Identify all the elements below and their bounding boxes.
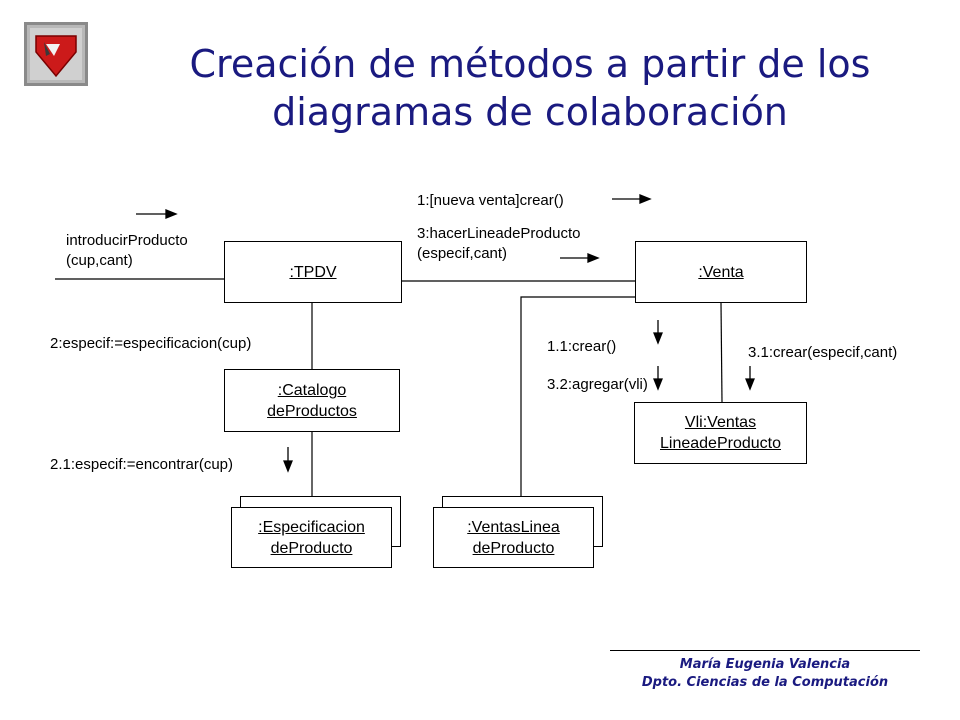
footer-department: Dpto. Ciencias de la Computación bbox=[641, 675, 889, 690]
message-introducir-producto: introducirProducto (cup,cant) bbox=[66, 231, 188, 271]
object-ventaslinea-label-1: :VentasLinea bbox=[467, 518, 560, 536]
object-especificacion-label-2: deProducto bbox=[270, 539, 353, 557]
object-venta[interactable]: :Venta bbox=[635, 241, 807, 303]
message-1-crear: 1:[nueva venta]crear() bbox=[417, 192, 564, 209]
object-tpdv[interactable]: :TPDV bbox=[224, 241, 402, 303]
arrow-m3 bbox=[560, 253, 600, 263]
arrow-introducir bbox=[136, 209, 178, 219]
object-tpdv-label: :TPDV bbox=[289, 263, 337, 281]
arrow-m2-1 bbox=[283, 447, 293, 473]
footer-divider bbox=[610, 650, 920, 651]
message-3-hacer-linea: 3:hacerLineadeProducto (especif,cant) bbox=[417, 224, 580, 264]
message-3-2-agregar: 3.2:agregar(vli) bbox=[547, 376, 648, 393]
message-2-1-encontrar: 2.1:especif:=encontrar(cup) bbox=[50, 456, 234, 473]
object-catalogo-label-1: :Catalogo bbox=[277, 381, 347, 399]
slide-title: Creación de métodos a partir de los diag… bbox=[130, 40, 930, 136]
object-vli[interactable]: Vli:Ventas LineadeProducto bbox=[634, 402, 807, 464]
venta-vli-link bbox=[720, 302, 723, 403]
arrow-m1 bbox=[612, 194, 652, 204]
object-catalogo[interactable]: :Catalogo deProductos bbox=[224, 369, 400, 432]
message-1-1-crear: 1.1:crear() bbox=[547, 338, 617, 355]
message-3-line-2: (especif,cant) bbox=[417, 245, 508, 262]
arrow-m3-1 bbox=[745, 366, 755, 391]
object-vli-label-1: Vli:Ventas bbox=[684, 414, 757, 431]
university-shield-icon bbox=[24, 22, 88, 86]
message-introducir-line-2: (cup,cant) bbox=[66, 252, 133, 269]
venta-ventaslinea-link bbox=[520, 296, 635, 507]
message-2-especificacion: 2:especif:=especificacion(cup) bbox=[50, 335, 252, 352]
object-ventaslinea-label-2: deProducto bbox=[472, 539, 555, 557]
object-venta-label: :Venta bbox=[698, 263, 744, 281]
message-3-1-crear: 3.1:crear(especif,cant) bbox=[748, 344, 898, 361]
object-vli-label-2: LineadeProducto bbox=[660, 435, 781, 452]
message-introducir-line-1: introducirProducto bbox=[66, 232, 188, 249]
multiobject-ventaslinea[interactable]: :VentasLinea deProducto bbox=[433, 507, 594, 568]
title-line-1: Creación de métodos a partir de los bbox=[189, 42, 871, 86]
footer-author: María Eugenia Valencia bbox=[679, 657, 851, 672]
multiobject-especificacion[interactable]: :Especificacion deProducto bbox=[231, 507, 392, 568]
message-3-line-1: 3:hacerLineadeProducto bbox=[417, 225, 581, 242]
arrow-m1-1 bbox=[653, 320, 663, 345]
object-catalogo-label-2: deProductos bbox=[267, 402, 357, 420]
object-especificacion-label-1: :Especificacion bbox=[258, 518, 365, 536]
arrow-m3-2 bbox=[653, 366, 663, 391]
footer-credits: María Eugenia Valencia Dpto. Ciencias de… bbox=[600, 656, 930, 692]
title-line-2: diagramas de colaboración bbox=[272, 90, 788, 134]
